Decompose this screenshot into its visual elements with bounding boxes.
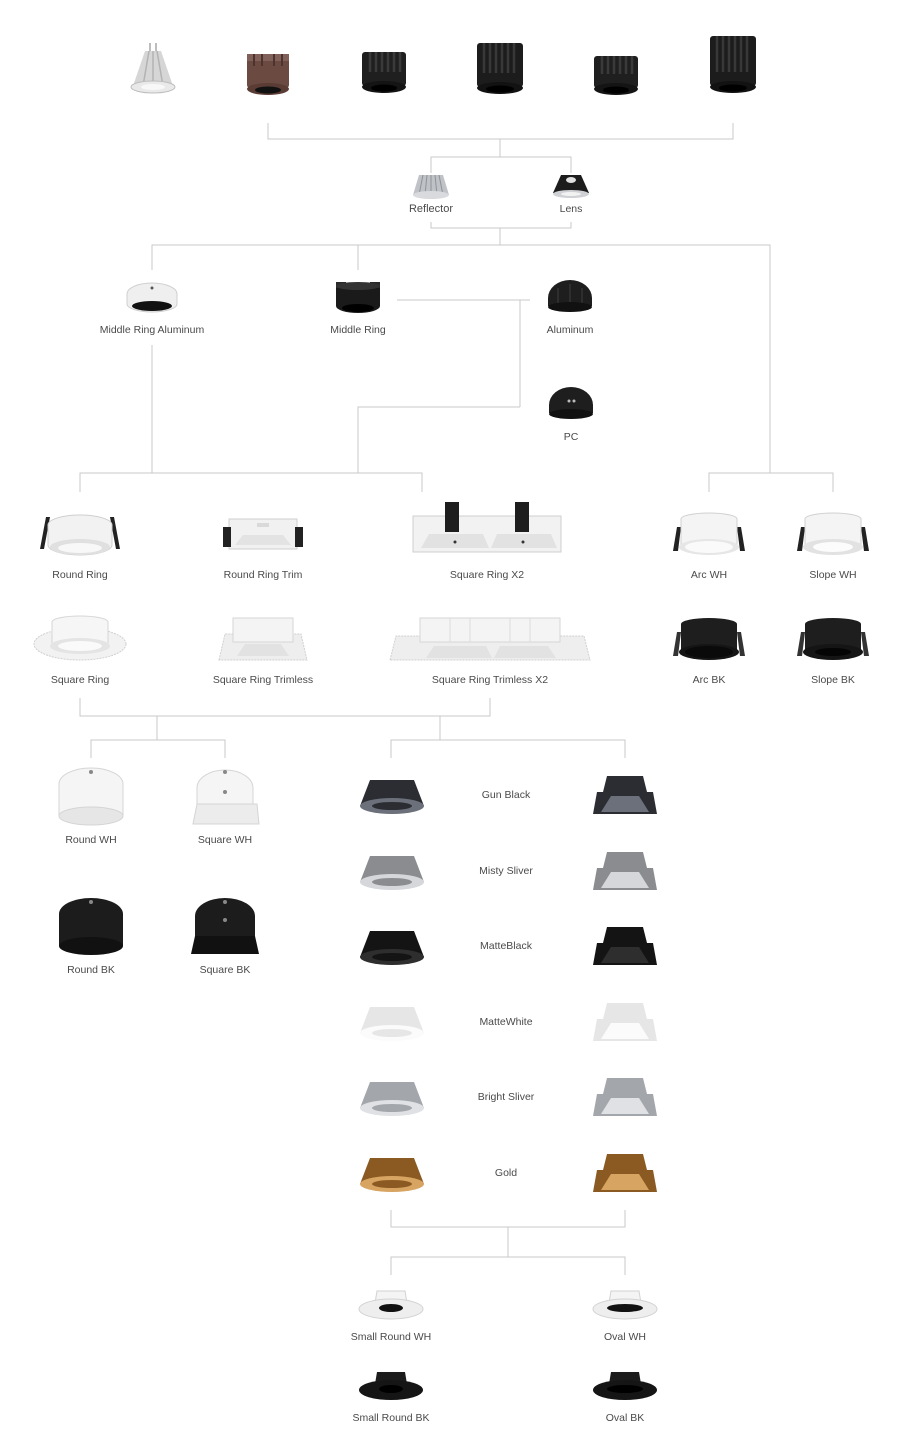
arc-bk-label: Arc BK	[692, 674, 726, 686]
black-module-3-icon	[594, 56, 638, 95]
slope-wh-label: Slope WH	[809, 569, 857, 581]
square-reflector-icon	[593, 1154, 657, 1192]
mr16-lamp-icon	[130, 43, 176, 94]
lens-icon	[553, 175, 589, 198]
round-reflector-icon	[360, 1158, 424, 1192]
small-round-bk-icon	[359, 1372, 423, 1400]
finish-label: Gold	[494, 1167, 518, 1179]
round-reflector-icon	[360, 931, 424, 965]
square-ring-trimless-label: Square Ring Trimless	[212, 674, 314, 686]
round-ring-trim-icon	[223, 518, 303, 550]
finish-label: Misty Sliver	[479, 865, 533, 877]
square-reflector-icon	[593, 1078, 657, 1116]
square-ring-x2-label: Square Ring X2	[449, 569, 525, 581]
square-ring-x2-icon	[412, 502, 562, 553]
round-ring-label: Round Ring	[52, 569, 108, 581]
black-module-2-icon	[477, 43, 523, 94]
round-reflector-icon	[360, 1082, 424, 1116]
black-module-4-icon	[710, 36, 756, 93]
arc-wh-label: Arc WH	[690, 569, 728, 581]
slope-bk-icon	[797, 618, 869, 660]
reflector-icon	[413, 174, 449, 199]
arc-wh-icon	[673, 512, 745, 555]
square-ring-trimless-icon	[218, 617, 308, 661]
finish-label: Bright Sliver	[477, 1091, 535, 1103]
round-reflector-icon	[360, 780, 424, 814]
square-ring-icon	[33, 615, 127, 661]
finish-label: MatteBlack	[480, 940, 532, 952]
black-module-1-icon	[362, 52, 406, 93]
round-wh-label: Round WH	[65, 834, 117, 846]
round-bk-label: Round BK	[67, 964, 115, 976]
small-round-bk-label: Small Round BK	[352, 1412, 430, 1424]
round-reflector-icon	[360, 1007, 424, 1041]
square-wh-label: Square WH	[197, 834, 253, 846]
finish-label: MatteWhite	[479, 1016, 533, 1028]
oval-bk-icon	[593, 1372, 657, 1400]
lens-label: Lens	[559, 203, 583, 215]
oval-wh-icon	[592, 1290, 658, 1320]
oval-bk-label: Oval BK	[605, 1412, 645, 1424]
pc-label: PC	[563, 431, 579, 443]
middle-ring-icon	[336, 282, 380, 313]
square-ring-trimless-x2-icon	[389, 617, 591, 661]
bronze-module-icon	[247, 54, 289, 95]
reflector-label: Reflector	[408, 203, 454, 215]
square-reflector-icon	[593, 927, 657, 965]
square-ring-label: Square Ring	[50, 674, 110, 686]
square-ring-trimless-x2-label: Square Ring Trimless X2	[431, 674, 549, 686]
square-bk-label: Square BK	[199, 964, 251, 976]
square-reflector-icon	[593, 1003, 657, 1041]
round-ring-icon	[40, 514, 120, 556]
square-reflector-icon	[593, 852, 657, 890]
finish-label: Gun Black	[481, 789, 531, 801]
aluminum-label: Aluminum	[546, 324, 594, 336]
pc-icon	[549, 387, 593, 419]
oval-wh-label: Oval WH	[604, 1331, 646, 1343]
middle-ring-aluminum-icon	[126, 282, 178, 313]
square-wh-icon	[192, 769, 260, 825]
slope-wh-icon	[797, 512, 869, 555]
small-round-wh-label: Small Round WH	[350, 1331, 432, 1343]
middle-ring-aluminum-label: Middle Ring Aluminum	[99, 324, 205, 336]
square-bk-icon	[191, 898, 259, 954]
arc-bk-icon	[673, 618, 745, 660]
square-reflector-icon	[593, 776, 657, 814]
slope-bk-label: Slope BK	[811, 674, 855, 686]
round-bk-icon	[59, 898, 123, 955]
round-reflector-icon	[360, 856, 424, 890]
aluminum-icon	[548, 280, 592, 312]
small-round-wh-icon	[358, 1290, 424, 1320]
round-ring-trim-label: Round Ring Trim	[223, 569, 303, 581]
round-wh-icon	[58, 767, 124, 826]
middle-ring-label: Middle Ring	[330, 324, 386, 336]
